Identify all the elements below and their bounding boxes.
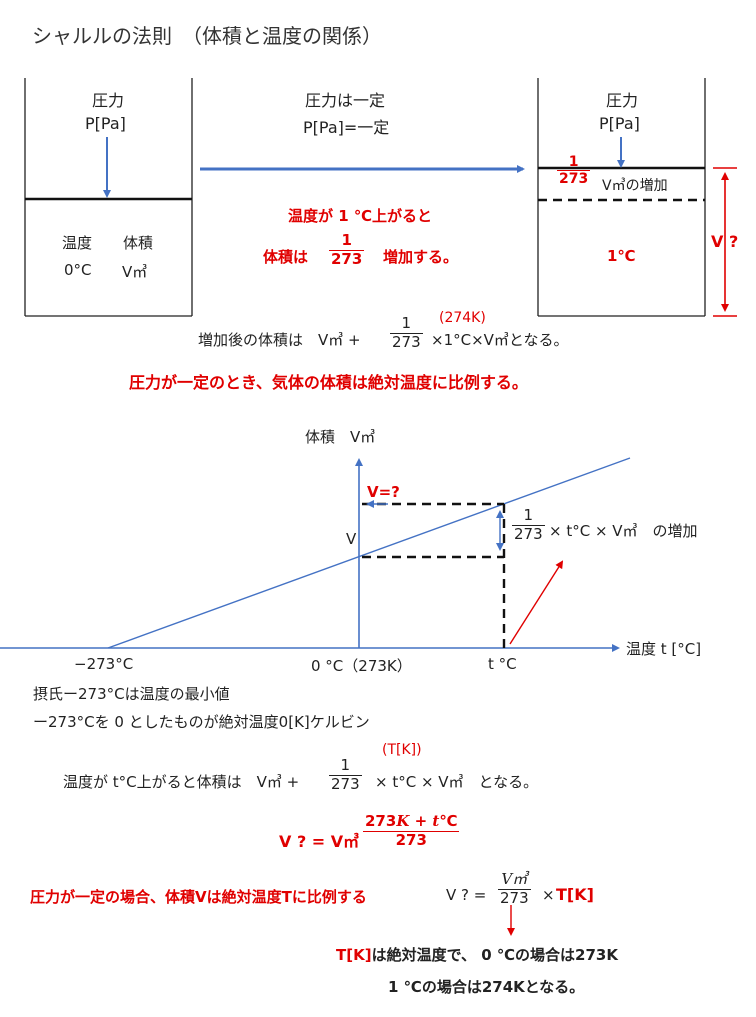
equation2-frac-num: 1 xyxy=(340,756,351,774)
vol-suffix-text: 増加する。 xyxy=(383,248,459,266)
right-pressure-label: 圧力 xyxy=(605,91,638,110)
equation3-num-273: 273 xyxy=(365,812,397,830)
right-cylinder xyxy=(537,78,706,317)
equation3-frac-bar xyxy=(363,830,460,832)
v-axis-value: V xyxy=(346,530,357,548)
equation3-num-t: t xyxy=(432,812,440,830)
equation1-frac-num: 1 xyxy=(401,314,412,332)
equation2-frac-den: 273 xyxy=(331,774,360,793)
equation2-suffix: × t°C × V㎥ となる。 xyxy=(375,773,539,791)
v-unknown-label: V=? xyxy=(367,483,400,501)
middle-frac-num: 1 xyxy=(341,231,352,249)
equation3-fraction: 273K + t℃ 273 xyxy=(363,812,460,849)
graph-increase-fraction: 1 273 xyxy=(512,506,545,543)
left-temp-value: 0°C xyxy=(64,261,92,279)
law2-tk: T[K] xyxy=(556,885,594,904)
volume-bracket xyxy=(713,167,737,317)
law2-statement: 圧力が一定の場合、体積Vは絶対温度Tに比例する xyxy=(30,888,367,906)
equation1-frac-den: 273 xyxy=(392,332,421,351)
law2-frac-den: 273 xyxy=(500,888,529,907)
left-temp-header: 温度 xyxy=(62,234,93,252)
left-vol-value: V㎥ xyxy=(122,263,148,281)
left-pressure-unit: P[Pa] xyxy=(85,114,126,133)
equation3-den: 273 xyxy=(395,830,427,849)
right-frac-bar xyxy=(557,170,591,171)
equation2-fraction: 1 273 xyxy=(329,756,362,793)
right-v-label: V ? xyxy=(711,232,739,251)
final-line1-rest: は絶対温度で、 0 ℃の場合は273K xyxy=(371,946,618,964)
law-statement: 圧力が一定のとき、気体の体積は絶対温度に比例する。 xyxy=(129,373,528,392)
equation1-fraction: 1 273 xyxy=(390,314,423,351)
law2-times: × xyxy=(542,886,555,904)
equation1-prefix: 増加後の体積は V㎥ + xyxy=(198,331,361,349)
temp-rise-text: 温度が 1 ℃上がると xyxy=(288,207,433,225)
graph-frac-num: 1 xyxy=(523,506,534,524)
right-frac-num: 1 xyxy=(568,154,579,170)
note-line1: 摂氏ー273°Cは温度の最小値 xyxy=(33,685,230,703)
final-line2: 1 ℃の場合は274Kとなる。 xyxy=(388,978,585,996)
kelvin-note-274: (274K) xyxy=(439,310,486,326)
equation3-num-c: ℃ xyxy=(439,812,458,830)
vol-prefix-text: 体積は xyxy=(263,248,309,266)
right-frac-den: 273 xyxy=(559,171,589,187)
equation1-frac-bar xyxy=(390,332,423,334)
equation2-frac-bar xyxy=(329,774,362,776)
equation3-lhs: V ? = V㎥ xyxy=(279,832,360,851)
tk-note: (T[K]) xyxy=(382,742,422,758)
equation2-prefix: 温度が t°C上がると体積は V㎥ + xyxy=(63,773,300,791)
page-title: シャルルの法則 （体積と温度の関係） xyxy=(32,24,382,48)
pointer-arrow xyxy=(509,560,564,645)
y-axis-label: 体積 V㎥ xyxy=(305,428,376,446)
middle-frac-den: 273 xyxy=(331,249,363,268)
equation3-num-k: K xyxy=(396,812,410,830)
right-increase-text: V㎥の増加 xyxy=(602,178,668,194)
graph xyxy=(0,457,631,652)
pressure-constant-label: 圧力は一定 xyxy=(305,91,386,110)
right-fraction: 1 273 xyxy=(557,154,591,187)
right-pressure-unit: P[Pa] xyxy=(599,114,640,133)
law2-frac-bar xyxy=(498,888,531,890)
law2-lhs: V ? = xyxy=(446,886,487,904)
law2-frac-num: V㎥ xyxy=(501,870,528,888)
final-tk: T[K] xyxy=(336,946,372,964)
middle-frac-bar xyxy=(329,249,365,251)
tick-neg273: −273°C xyxy=(74,655,134,673)
left-pressure-label: 圧力 xyxy=(91,91,124,110)
left-vol-header: 体積 xyxy=(123,234,154,252)
tick-zero: 0 °C（273K） xyxy=(311,657,412,675)
final-line1: T[K]は絶対温度で、 0 ℃の場合は273K xyxy=(336,944,618,965)
right-temp-value: 1℃ xyxy=(607,247,636,265)
pressure-equation-label: P[Pa]=一定 xyxy=(303,118,390,137)
law2-fraction: V㎥ 273 xyxy=(498,870,531,907)
equation1-suffix: ×1°C×V㎥となる。 xyxy=(431,331,569,349)
left-cylinder xyxy=(24,78,193,317)
note-line2: ー273°Cを 0 としたものが絶対温度0[K]ケルビン xyxy=(33,713,370,731)
graph-increase-suffix: × t°C × V㎥ の増加 xyxy=(549,522,698,540)
equation3-num-plus: + xyxy=(409,812,433,830)
volume-line xyxy=(107,457,631,649)
graph-frac-den: 273 xyxy=(514,524,543,543)
middle-fraction: 1 273 xyxy=(329,231,365,268)
x-axis-label: 温度 t [°C] xyxy=(626,640,702,658)
equation3-numerator: 273K + t℃ xyxy=(363,812,459,830)
tick-t: t °C xyxy=(488,655,517,673)
graph-frac-bar xyxy=(512,524,545,526)
